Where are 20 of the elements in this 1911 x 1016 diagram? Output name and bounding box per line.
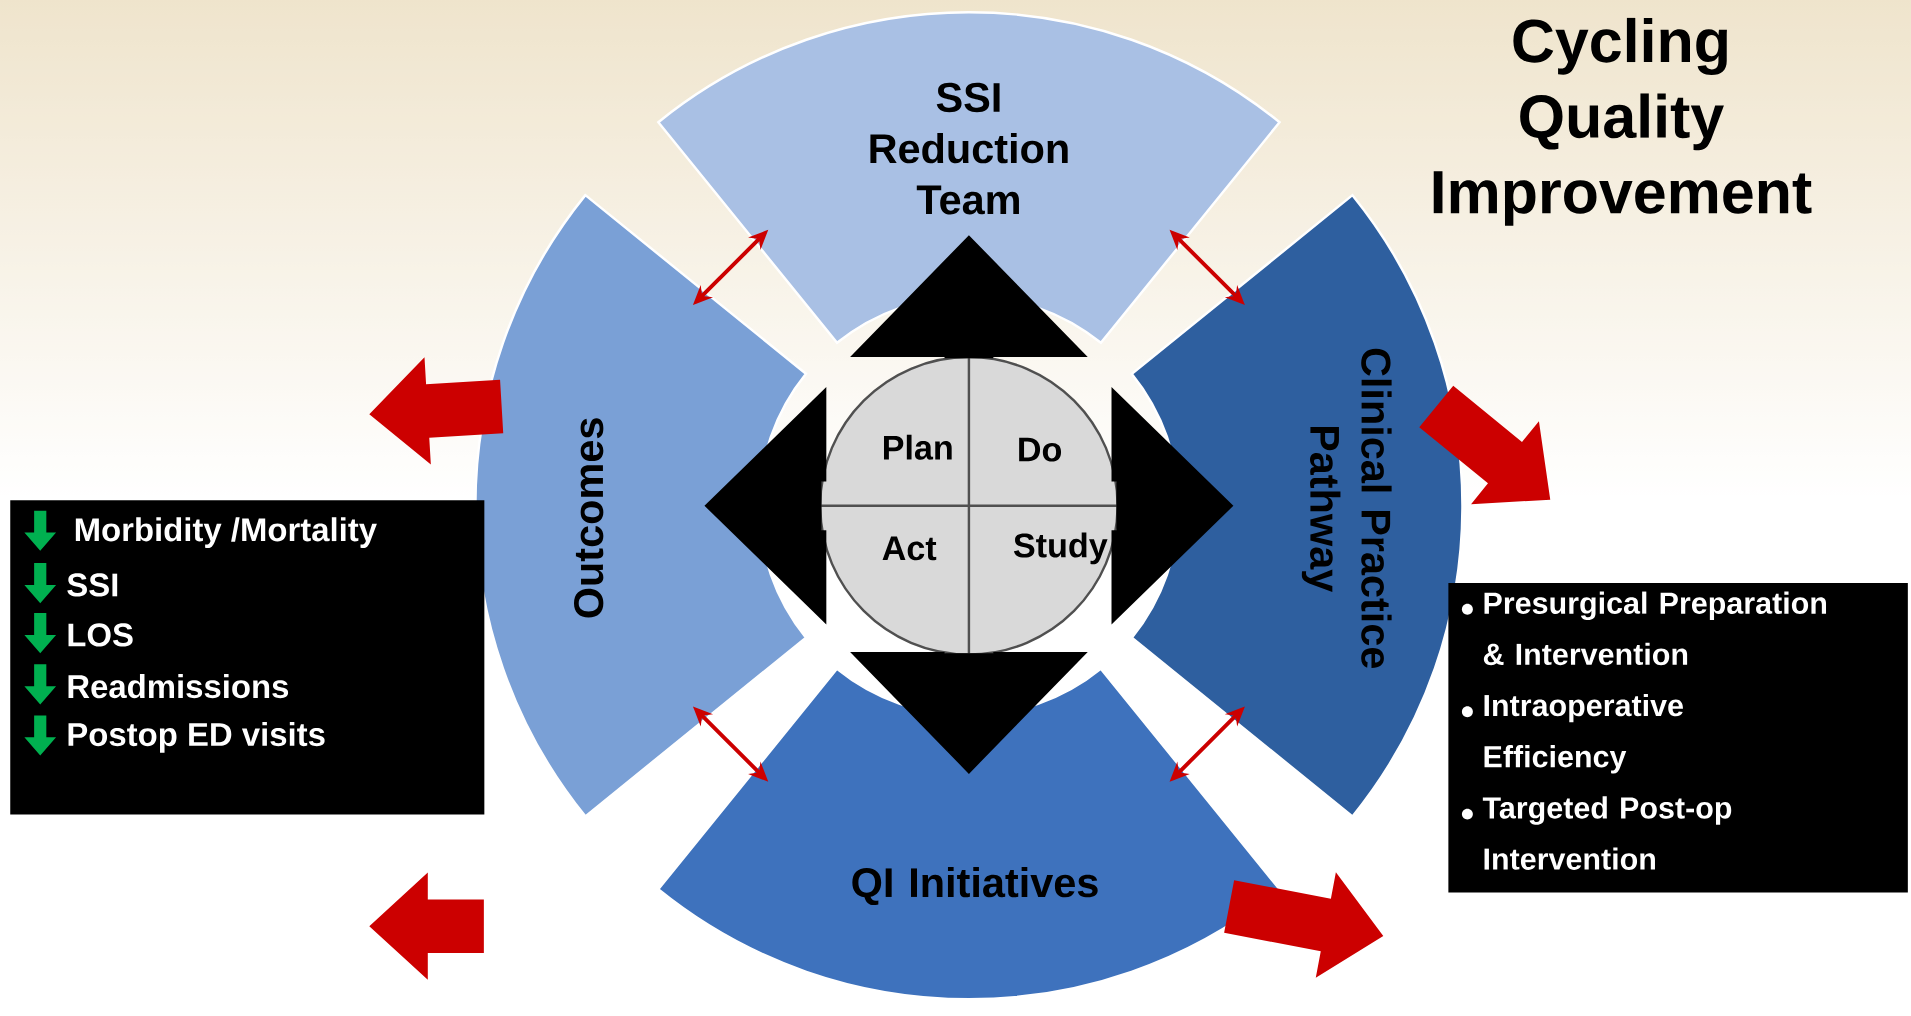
list-item: Readmissions [68, 673, 289, 698]
list-item: LOS [68, 623, 133, 647]
list-item: SSI [67, 573, 118, 597]
block-arrow [850, 651, 1088, 774]
list-item: Postop ED visits [68, 721, 325, 753]
wheel-segment: SSI Reduction Team [657, 10, 1281, 344]
block-arrow [1111, 386, 1234, 625]
list-item: Presurgical Preparation & Intervention [1483, 591, 1826, 665]
list-item: Morbidity /Mortality [75, 517, 377, 548]
block-arrow [369, 357, 504, 465]
list-panel [10, 499, 485, 815]
block-arrow [704, 386, 827, 625]
wheel-segment: QI Initiatives [657, 667, 1281, 1001]
block-arrow [1224, 872, 1384, 978]
list-panel [1448, 582, 1908, 893]
block-arrow [1419, 385, 1551, 504]
block-arrow [850, 235, 1088, 359]
list-item: Targeted Post-op Intervention [1482, 796, 1732, 870]
list-item: Intraoperative Efficiency [1484, 693, 1683, 774]
wheel-segment: Outcomes [474, 193, 808, 818]
